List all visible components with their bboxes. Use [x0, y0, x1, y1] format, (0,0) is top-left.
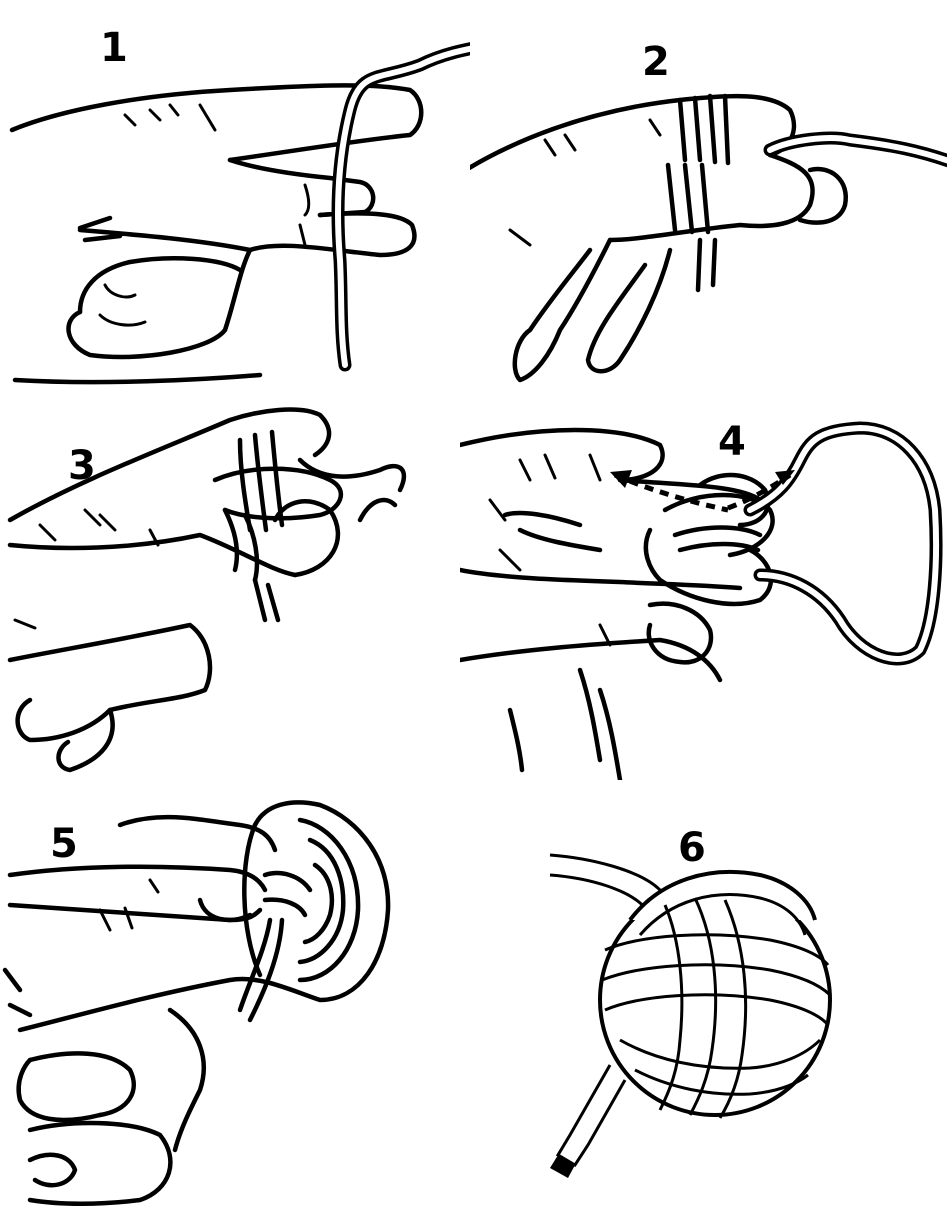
step-number: 3: [68, 446, 96, 486]
step-number: 6: [678, 828, 706, 868]
step-number: 1: [100, 28, 128, 68]
step-3-panel: 3: [0, 400, 460, 780]
hand-cord-wrapped-illustration: [470, 0, 947, 400]
finished-monkey-fist-knot-illustration: [470, 780, 947, 1209]
step-4-panel: 4: [460, 400, 947, 780]
step-1-panel: 1: [0, 0, 470, 400]
step-number: 5: [50, 824, 78, 864]
hand-cord-over-fingers-illustration: [0, 0, 470, 400]
step-5-panel: 5: [0, 780, 470, 1209]
hand-cord-passing-illustration: [460, 400, 947, 780]
step-number: 4: [718, 422, 746, 462]
step-6-panel: 6: [470, 780, 947, 1209]
step-number: 2: [642, 42, 670, 82]
step-2-panel: 2: [470, 0, 947, 400]
